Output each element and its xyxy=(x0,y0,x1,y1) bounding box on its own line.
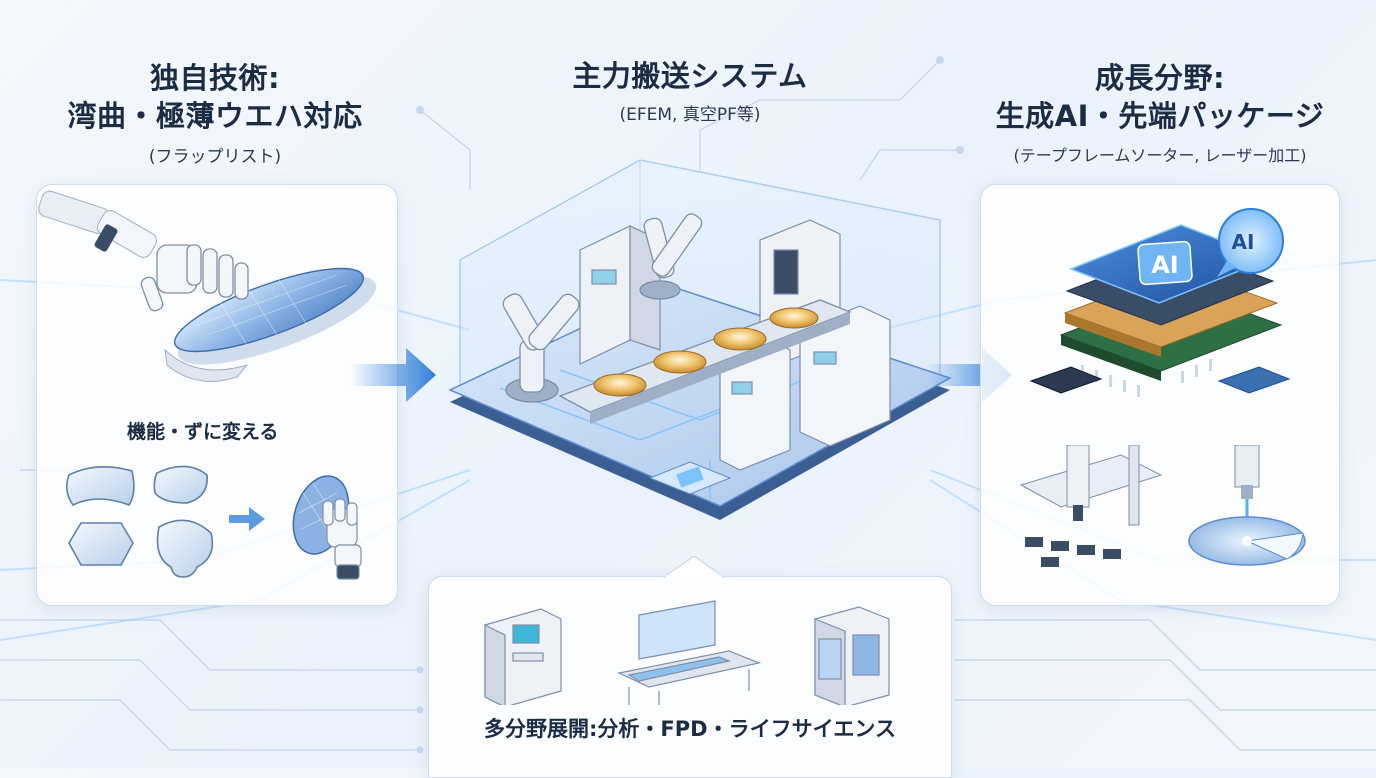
incubator-icon xyxy=(814,606,890,705)
wafer-shape-kidney xyxy=(65,466,135,507)
equipment-illustration xyxy=(484,600,890,705)
bottom-panel: 多分野展開:分析・FPD・ライフサイエンス xyxy=(428,556,952,778)
left-title-line1: 独自技術: xyxy=(149,61,281,95)
wafer-shape-rounded xyxy=(153,465,208,504)
left-panel: 機能・ずに変える xyxy=(36,184,398,606)
ai-bubble-label: AI xyxy=(1232,230,1255,254)
bottom-caption: 多分野展開:分析・FPD・ライフサイエンス xyxy=(484,717,896,741)
arrow-right-icon xyxy=(229,507,265,531)
wafer-shape-notched xyxy=(156,519,214,578)
flow-arrow-left xyxy=(350,348,436,402)
small-chip-right xyxy=(1217,366,1291,394)
ai-package-illustration: AI AI xyxy=(1029,208,1291,397)
ai-chip-label: AI xyxy=(1151,251,1179,279)
analyzer-icon xyxy=(484,608,562,705)
fpd-conveyor-icon xyxy=(617,600,762,705)
bottom-pointer xyxy=(664,556,724,578)
center-title: 主力搬送システム xyxy=(572,59,808,93)
left-caption: 機能・ずに変える xyxy=(127,421,279,443)
left-subtitle: (フラップリスト) xyxy=(148,147,282,167)
center-subtitle: (EFEM, 真空PF等) xyxy=(619,105,761,125)
sorter-laser-illustration xyxy=(1019,445,1306,567)
wafer-shapes-illustration xyxy=(65,465,362,580)
left-title-line2: 湾曲・極薄ウエハ対応 xyxy=(67,99,363,133)
robot-hand-wafer-illustration xyxy=(38,190,377,382)
right-title-line1: 成長分野: xyxy=(1094,61,1226,95)
transport-system-illustration xyxy=(448,159,952,520)
right-subtitle: (テープフレームソーター, レーザー加工) xyxy=(1013,146,1307,165)
right-title-line2: 生成AI・先端パッケージ xyxy=(995,99,1325,133)
small-chip-left xyxy=(1029,366,1103,394)
wafer-shape-octagon xyxy=(68,522,134,566)
right-panel: AI AI xyxy=(980,184,1340,606)
